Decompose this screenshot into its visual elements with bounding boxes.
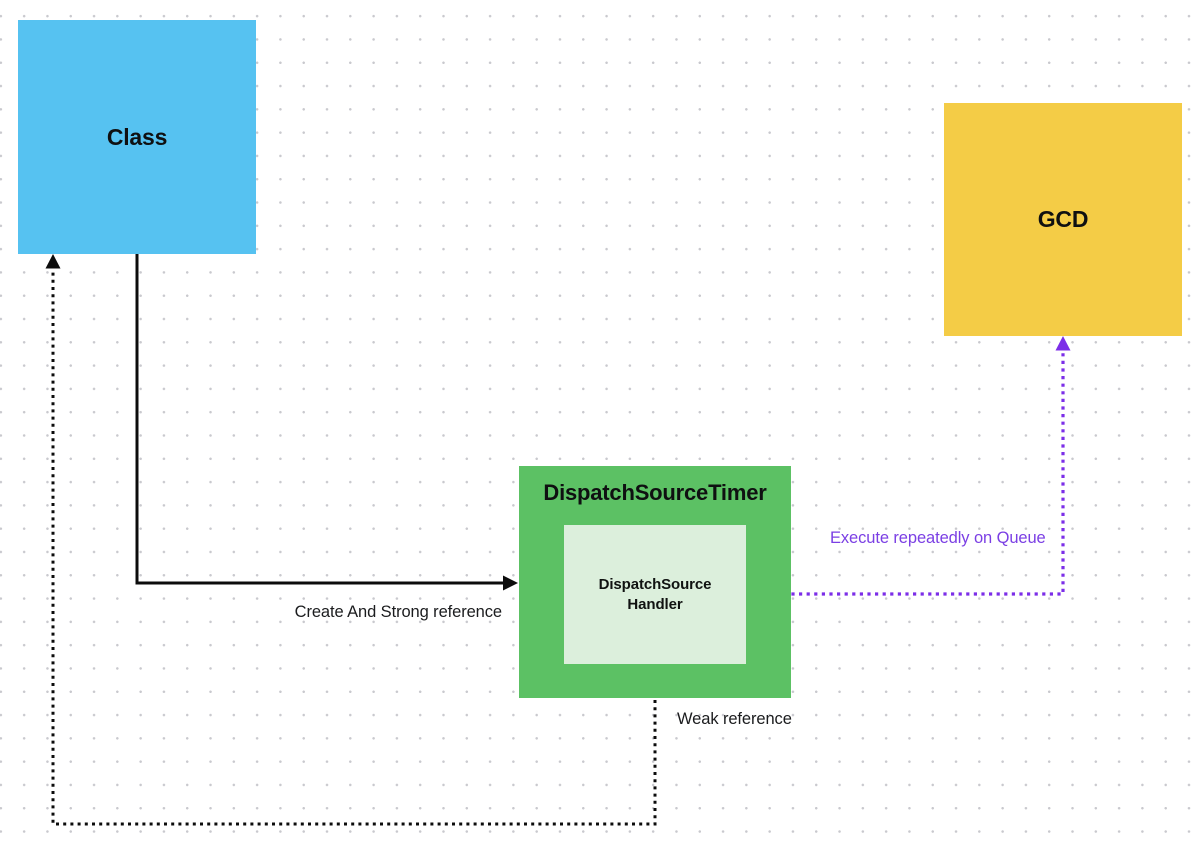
class-node[interactable]: Class [18,20,256,254]
dispatch-source-handler-node[interactable]: DispatchSource Handler [564,525,746,664]
edge-label-create-strong: Create And Strong reference [294,603,502,621]
edge-create-strong-arrow[interactable] [135,254,518,591]
edge-label-weak-reference: Weak reference [677,710,792,728]
handler-label-line2: Handler [627,595,683,613]
handler-label-line1: DispatchSource [598,575,712,593]
class-node-label: Class [106,123,168,150]
gcd-node[interactable]: GCD [944,103,1182,336]
edge-label-execute-repeatedly: Execute repeatedly on Queue [830,529,1046,547]
dispatch-source-timer-title: DispatchSourceTimer [543,480,767,505]
gcd-node-label: GCD [1037,206,1089,232]
edge-execute-arrow[interactable] [747,336,1071,602]
